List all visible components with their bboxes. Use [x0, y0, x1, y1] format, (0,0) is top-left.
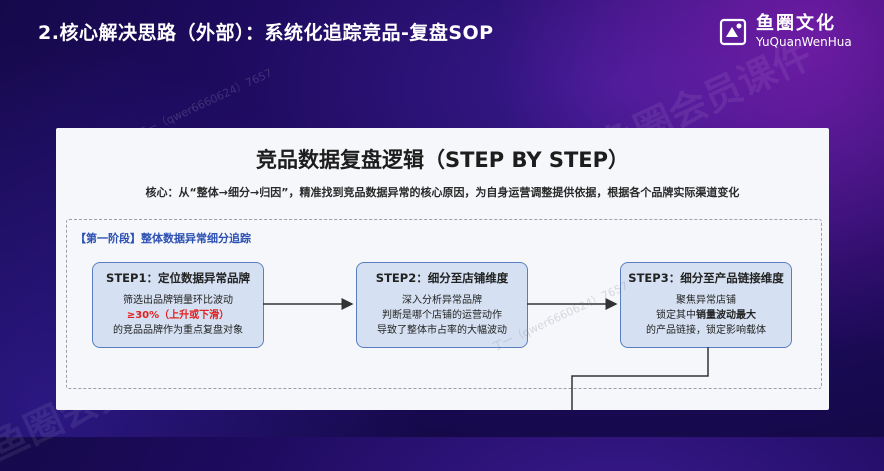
step-line: 深入分析异常品牌 [402, 295, 482, 306]
stage-label: 【第一阶段】整体数据异常细分追踪 [75, 232, 251, 245]
step-line-prefix: 锁定其中 [656, 310, 696, 321]
step-title: STEP2：细分至店铺维度 [375, 271, 509, 285]
step-line: 聚焦异常店铺 [676, 295, 736, 306]
stage-one-box: 【第一阶段】整体数据异常细分追踪 STEP1：定位数据异常品牌 筛选出品牌销量环… [66, 219, 822, 389]
step-line: 导致了整体市占率的大幅波动 [377, 325, 507, 336]
step-line: 的竞品品牌作为重点复盘对象 [113, 325, 243, 336]
step-line-bold: 销量波动最大 [696, 310, 756, 321]
step-title: STEP3：细分至产品链接维度 [628, 271, 784, 285]
step-body: 筛选出品牌销量环比波动 ≥30%（上升或下滑） 的竞品品牌作为重点复盘对象 [93, 293, 263, 338]
step-2-box: STEP2：细分至店铺维度 深入分析异常品牌 判断是哪个店铺的运营动作 导致了整… [356, 262, 528, 348]
step-line-highlight: ≥30%（上升或下滑） [126, 310, 230, 321]
brand-name-en: YuQuanWenHua [756, 35, 852, 49]
card-title: 竞品数据复盘逻辑（STEP BY STEP） [255, 148, 630, 172]
sop-card: 竞品数据复盘逻辑（STEP BY STEP） 核心：从“整体→细分→归因”，精准… [56, 128, 829, 410]
step-1-box: STEP1：定位数据异常品牌 筛选出品牌销量环比波动 ≥30%（上升或下滑） 的… [92, 262, 264, 348]
step-line: 筛选出品牌销量环比波动 [123, 295, 233, 306]
card-subtitle: 核心：从“整体→细分→归因”，精准找到竞品数据异常的核心原因，为自身运营调整提供… [145, 186, 740, 199]
step-title: STEP1：定位数据异常品牌 [106, 271, 250, 285]
step-line: 的产品链接，锁定影响载体 [646, 325, 766, 336]
step-body: 聚焦异常店铺 锁定其中销量波动最大 的产品链接，锁定影响载体 [621, 293, 791, 338]
step-3-box: STEP3：细分至产品链接维度 聚焦异常店铺 锁定其中销量波动最大 的产品链接，… [620, 262, 792, 348]
brand-name-cn: 鱼圈文化 [756, 13, 836, 34]
slide-title: 2.核心解决思路（外部）：系统化追踪竞品-复盘SOP [38, 22, 494, 44]
step-body: 深入分析异常品牌 判断是哪个店铺的运营动作 导致了整体市占率的大幅波动 [357, 293, 527, 338]
step-line: 锁定其中销量波动最大 [621, 308, 791, 323]
step-line: 判断是哪个店铺的运营动作 [382, 310, 502, 321]
brand-block: 鱼圈文化 YuQuanWenHua [718, 14, 852, 50]
yuquan-logo-icon [719, 18, 747, 46]
